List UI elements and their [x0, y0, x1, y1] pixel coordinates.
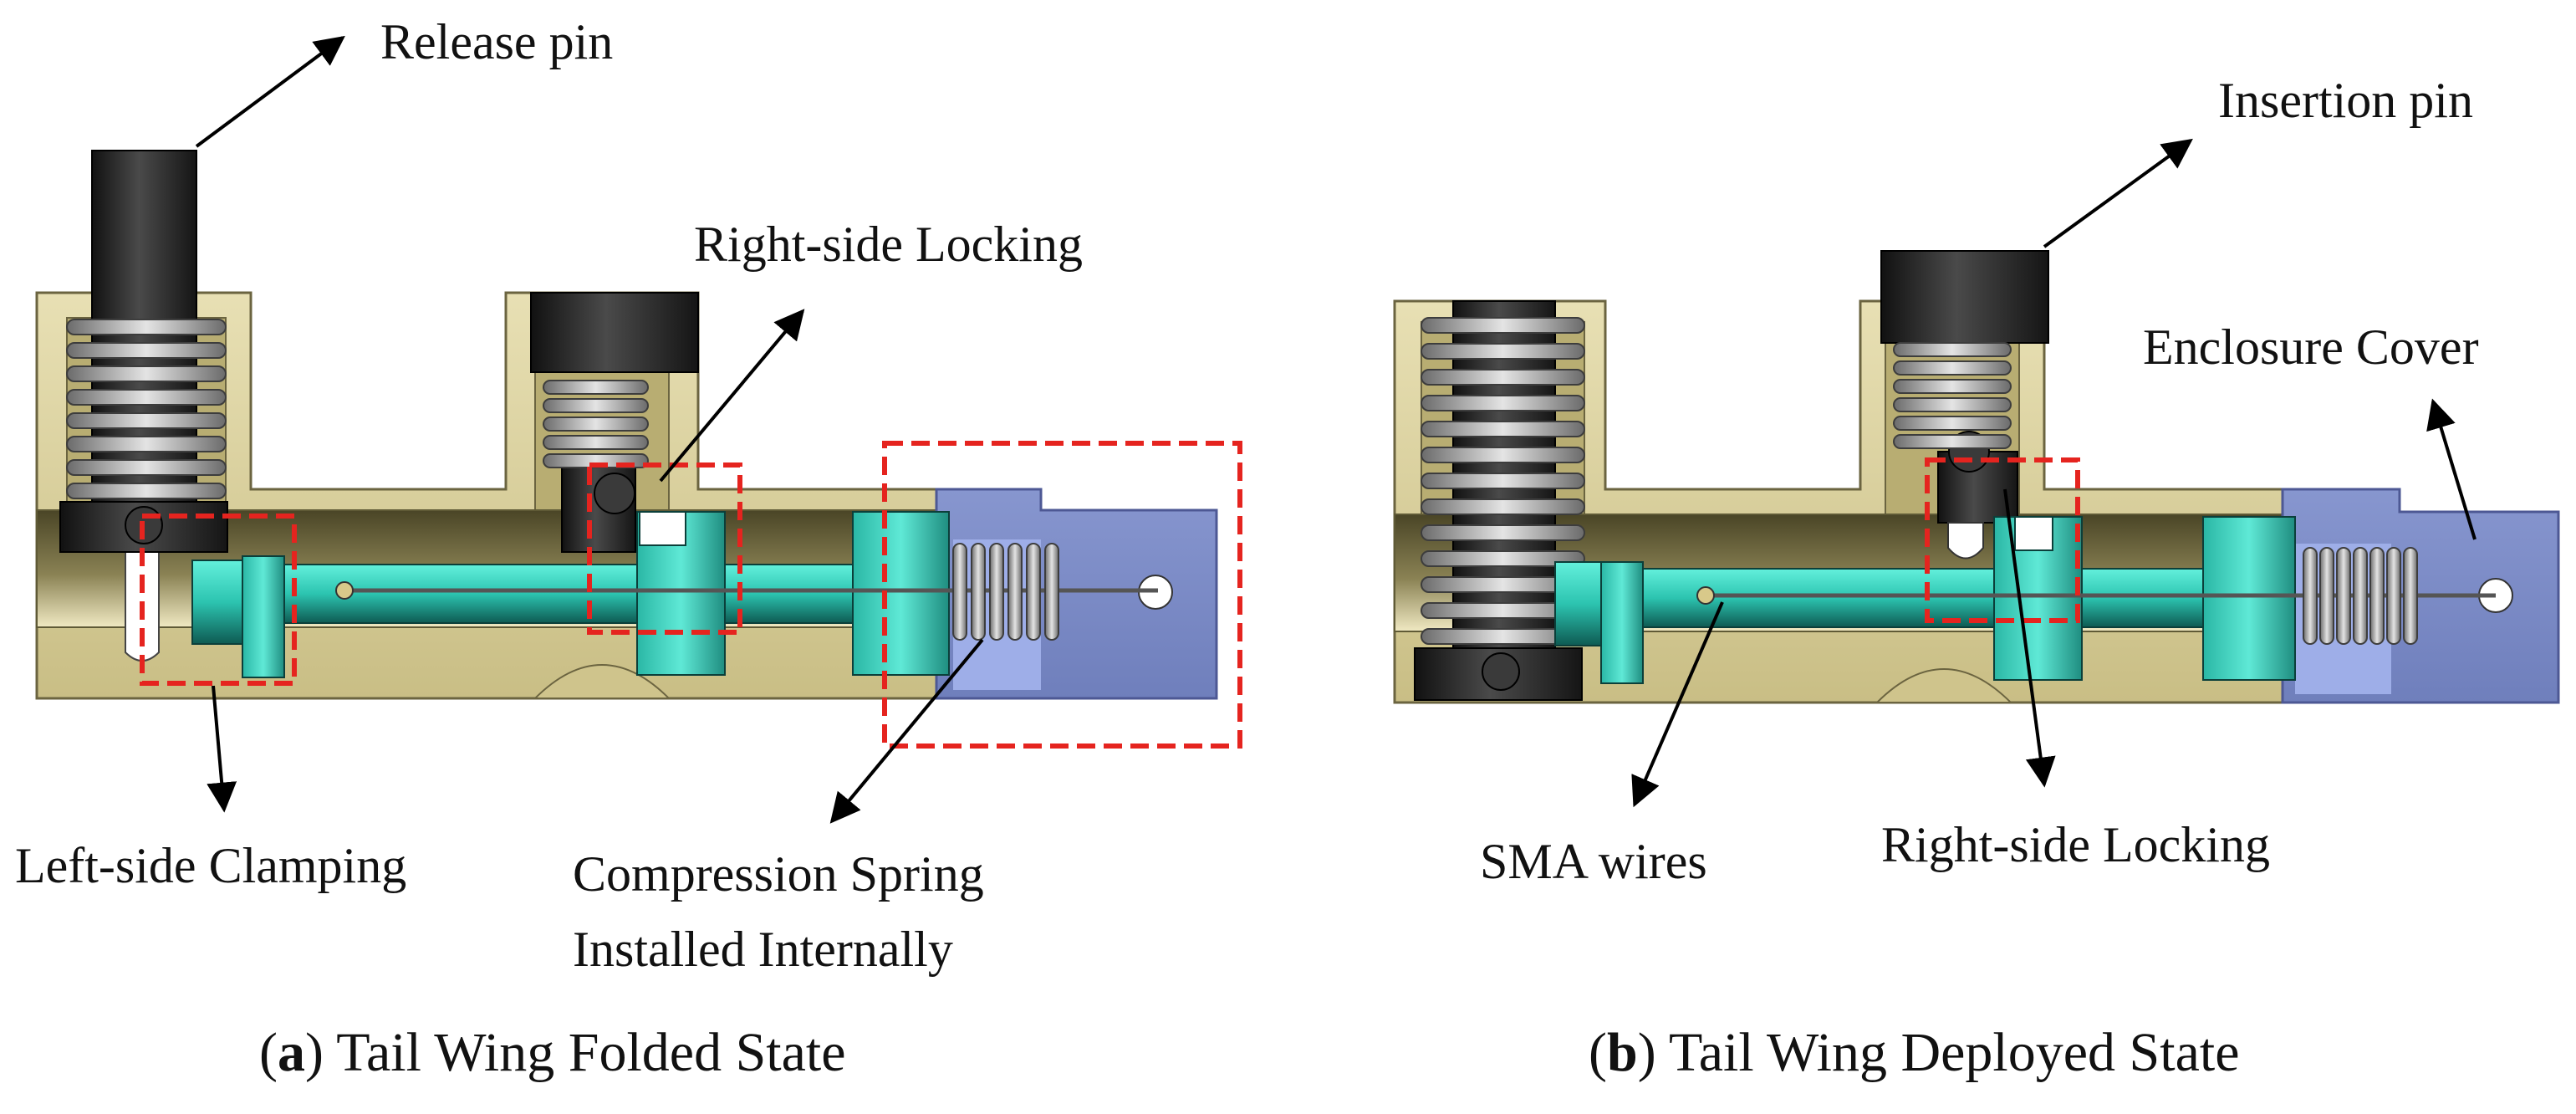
- spring-coil: [1893, 397, 2012, 412]
- arrow-left-clamping: [207, 685, 237, 813]
- spring-coil: [66, 342, 227, 359]
- spring-coil: [2336, 547, 2351, 645]
- highlight-box-right-locking-a: [587, 462, 742, 635]
- caption-b: (b) Tail Wing Deployed State: [1589, 1022, 2240, 1083]
- spring-coil: [543, 435, 649, 450]
- compression-spring-b: [2303, 547, 2418, 645]
- insertion-pin-spring-b: [1893, 342, 2012, 449]
- label-release-pin: Release pin: [380, 14, 613, 69]
- arrow-right-locking-b: [2003, 488, 2056, 788]
- spring-coil: [66, 412, 227, 429]
- spring-coil: [1421, 343, 1585, 360]
- spring-coil: [1421, 395, 1585, 411]
- release-pin-spring-b: [1421, 317, 1585, 645]
- spring-coil: [1421, 421, 1585, 437]
- spring-coil: [1893, 342, 2012, 357]
- spring-coil: [1421, 447, 1585, 463]
- spring-coil: [1893, 416, 2012, 431]
- spring-coil: [1421, 498, 1585, 515]
- caption-b-letter: b: [1607, 1022, 1638, 1083]
- spring-coil: [1421, 473, 1585, 489]
- spring-coil: [1421, 369, 1585, 386]
- wire-anchor-a: [335, 581, 354, 600]
- label-insertion-pin: Insertion pin: [2218, 73, 2473, 128]
- spring-coil: [2403, 547, 2418, 645]
- spring-coil: [66, 365, 227, 382]
- spring-coil: [543, 416, 649, 432]
- label-compression-spring-line1: Compression Spring: [573, 846, 984, 902]
- spring-coil: [543, 380, 649, 395]
- spring-coil: [543, 398, 649, 413]
- spring-coil: [1893, 379, 2012, 394]
- spring-coil: [2386, 547, 2401, 645]
- spring-coil: [1893, 434, 2012, 449]
- panel-a: Release pin Right-side Locking Left-side…: [15, 14, 1242, 1083]
- spring-coil: [66, 389, 227, 406]
- arrow-enclosure-cover: [2426, 398, 2477, 540]
- arrow-compression-spring: [829, 638, 984, 824]
- label-enclosure-cover: Enclosure Cover: [2143, 319, 2479, 375]
- spring-coil: [66, 319, 227, 335]
- arrow-right-locking-a: [659, 309, 805, 483]
- spring-coil: [2353, 547, 2368, 645]
- highlight-box-compression-spring-a: [882, 441, 1242, 749]
- label-sma-wires: SMA wires: [1480, 834, 1707, 889]
- spring-coil: [971, 543, 986, 641]
- spring-coil: [1421, 317, 1585, 334]
- caption-a: (a) Tail Wing Folded State: [259, 1022, 846, 1083]
- slider-assembly-a: [191, 511, 950, 678]
- locking-pin-a: [530, 292, 699, 553]
- locking-pin-spring-a: [543, 380, 649, 468]
- highlight-box-right-locking-b: [1925, 457, 2080, 623]
- spring-coil: [1044, 543, 1059, 641]
- spring-coil: [2369, 547, 2385, 645]
- label-left-side-clamping: Left-side Clamping: [15, 838, 406, 893]
- spring-coil: [989, 543, 1004, 641]
- spring-coil: [2303, 547, 2318, 645]
- panel-b: Insertion pin Enclosure Cover SMA wires …: [1393, 73, 2560, 1083]
- spring-coil: [1893, 360, 2012, 376]
- spring-coil: [1007, 543, 1023, 641]
- spring-coil: [66, 436, 227, 452]
- spring-coil: [1026, 543, 1041, 641]
- spring-coil: [952, 543, 967, 641]
- spring-coil: [66, 483, 227, 499]
- caption-a-letter: a: [278, 1022, 305, 1083]
- spring-coil: [66, 459, 227, 476]
- arrow-sma-wires: [1631, 601, 1724, 808]
- release-pin-spring-a: [66, 319, 227, 499]
- caption-a-text: Tail Wing Folded State: [336, 1022, 845, 1083]
- arrow-release-pin: [195, 35, 345, 148]
- spring-coil: [1421, 524, 1585, 541]
- label-right-side-locking-b: Right-side Locking: [1881, 817, 2270, 872]
- label-right-side-locking-a: Right-side Locking: [694, 217, 1083, 272]
- caption-b-text: Tail Wing Deployed State: [1669, 1022, 2240, 1083]
- spring-coil: [1421, 550, 1585, 567]
- slider-assembly-b: [1554, 516, 2296, 684]
- wire-anchor-b: [1696, 586, 1715, 605]
- compression-spring-a: [952, 543, 1059, 641]
- spring-coil: [2319, 547, 2334, 645]
- arrow-insertion-pin: [2043, 138, 2193, 248]
- label-compression-spring-line2: Installed Internally: [573, 922, 953, 977]
